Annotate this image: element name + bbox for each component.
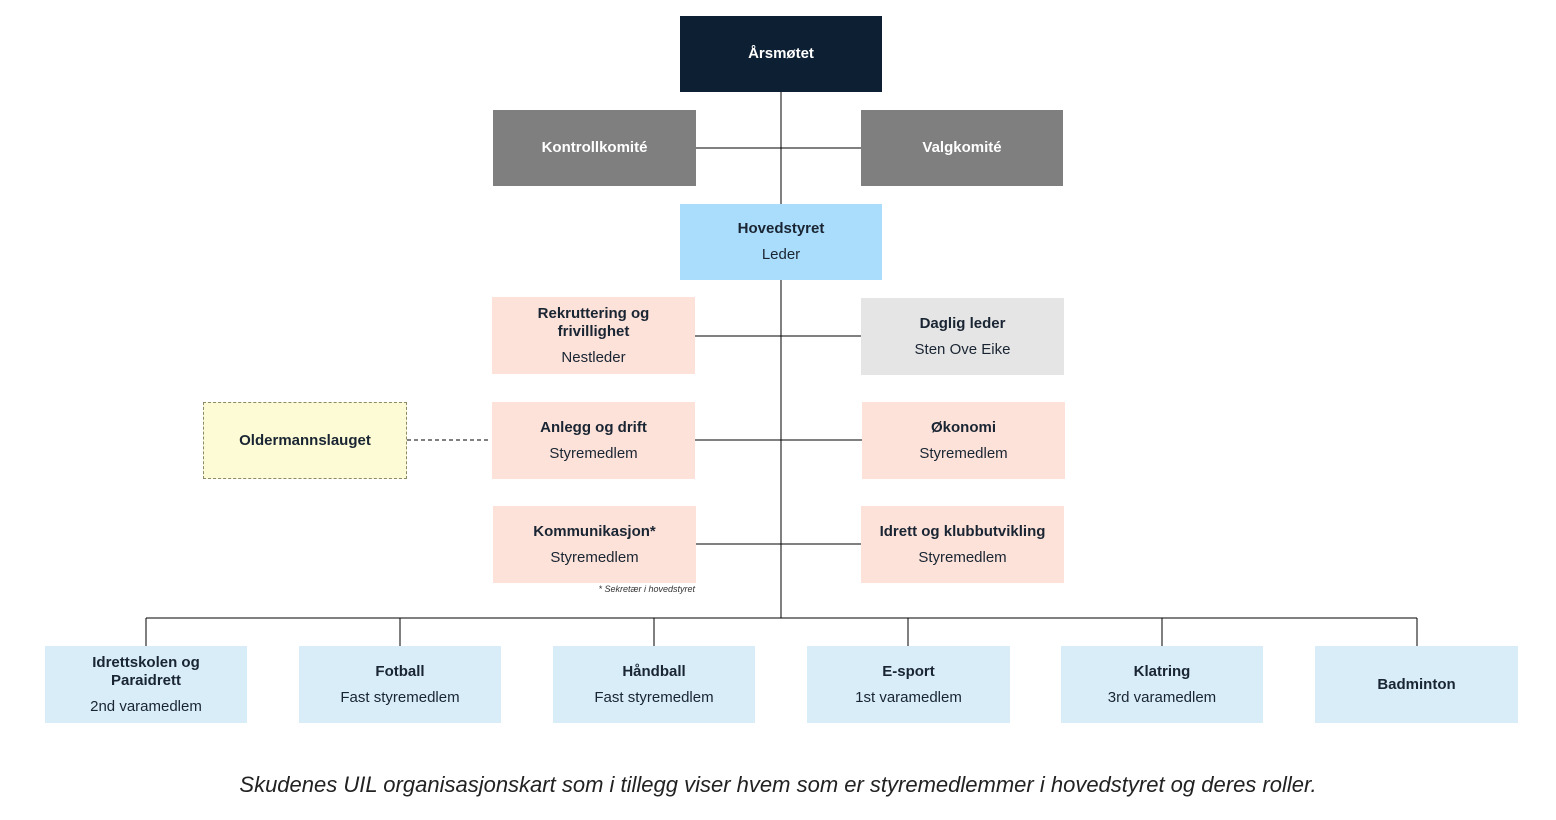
- node-title: Oldermannslauget: [239, 431, 371, 449]
- node-title: Daglig leder: [919, 314, 1006, 332]
- node-title: Årsmøtet: [748, 45, 814, 62]
- group-badminton: Badminton: [1315, 646, 1518, 723]
- group-title: Håndball: [622, 662, 686, 680]
- group-title: Idrettskolen og Paraidrett: [92, 653, 200, 689]
- group-title: Klatring: [1133, 662, 1191, 680]
- node-title: Rekruttering og frivillighet: [537, 304, 650, 340]
- node-valgkomite: Valgkomité: [861, 110, 1063, 186]
- diagram-caption: Skudenes UIL organisasjonskart som i til…: [239, 772, 1317, 797]
- group-title: Badminton: [1377, 675, 1456, 693]
- node-role: Sten Ove Eike: [914, 340, 1011, 358]
- node-arsmotet: Årsmøtet: [680, 16, 882, 92]
- node-role: Nestleder: [561, 348, 626, 366]
- node-kontrollkomite: Kontrollkomité: [493, 110, 696, 186]
- node-title: Valgkomité: [922, 139, 1002, 156]
- node-hovedstyret: Hovedstyret Leder: [680, 204, 882, 280]
- node-title: Økonomi: [930, 418, 996, 436]
- node-oldermannslauget: Oldermannslauget: [203, 402, 407, 479]
- group-title: E-sport: [882, 662, 935, 680]
- node-role: Leder: [761, 246, 801, 263]
- node-role: Styremedlem: [919, 444, 1008, 462]
- node-kommunikasjon: Kommunikasjon* Styremedlem: [493, 506, 696, 583]
- node-role: Styremedlem: [549, 444, 638, 462]
- node-title: Kontrollkomité: [541, 139, 648, 156]
- node-rekruttering: Rekruttering og frivillighet Nestleder: [492, 297, 695, 374]
- node-title: Kommunikasjon*: [533, 522, 656, 540]
- node-role: Styremedlem: [918, 548, 1007, 566]
- group-role: Fast styremedlem: [340, 688, 460, 706]
- node-anlegg: Anlegg og drift Styremedlem: [492, 402, 695, 479]
- node-idrett-klubbutvikling: Idrett og klubbutvikling Styremedlem: [861, 506, 1064, 583]
- group-idrettskolen: Idrettskolen og Paraidrett 2nd varamedle…: [45, 646, 247, 723]
- group-role: 3rd varamedlem: [1107, 688, 1217, 706]
- node-title: Anlegg og drift: [540, 418, 647, 436]
- group-role: 2nd varamedlem: [90, 697, 202, 715]
- group-esport: E-sport 1st varamedlem: [807, 646, 1010, 723]
- group-title: Fotball: [375, 662, 425, 680]
- group-role: Fast styremedlem: [594, 688, 714, 706]
- node-daglig-leder: Daglig leder Sten Ove Eike: [861, 298, 1064, 375]
- group-fotball: Fotball Fast styremedlem: [299, 646, 501, 723]
- node-title: Hovedstyret: [737, 220, 825, 237]
- group-handball: Håndball Fast styremedlem: [553, 646, 755, 723]
- group-role: 1st varamedlem: [855, 688, 962, 706]
- node-role: Styremedlem: [550, 548, 639, 566]
- node-okonomi: Økonomi Styremedlem: [862, 402, 1065, 479]
- footnote: * Sekretær i hovedstyret: [598, 584, 695, 594]
- group-klatring: Klatring 3rd varamedlem: [1061, 646, 1263, 723]
- node-title: Idrett og klubbutvikling: [879, 522, 1046, 540]
